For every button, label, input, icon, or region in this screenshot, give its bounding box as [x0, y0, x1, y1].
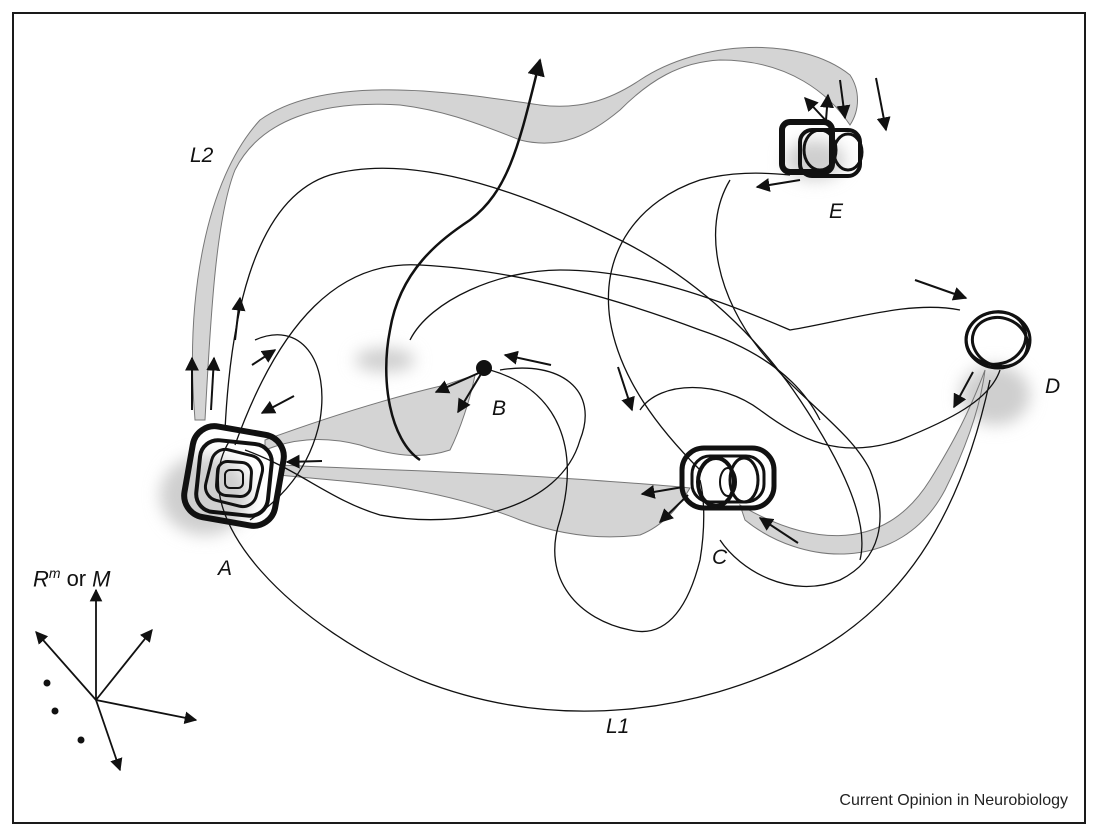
label-attractor-c: C: [712, 546, 728, 569]
trajectory-lines: [217, 167, 1001, 712]
axis-r: R: [33, 566, 49, 592]
flow-arrows: [185, 77, 974, 544]
figure-frame: [12, 12, 1086, 824]
axis-m: M: [92, 566, 111, 592]
label-l1: L1: [606, 715, 630, 738]
trajectory-l1: [217, 379, 991, 712]
attractor-d-glyph: [964, 310, 1032, 370]
label-attractor-e: E: [829, 200, 844, 223]
label-attractor-a: A: [218, 557, 233, 580]
label-attractor-b: B: [492, 397, 507, 420]
label-l2: L2: [190, 144, 214, 167]
attractor-c-glyph: [679, 445, 777, 511]
trajectory-ribbons: [192, 47, 986, 555]
attractor-e-glyph: [779, 119, 864, 178]
escape-trajectory: [385, 58, 545, 462]
axis-or: or: [66, 566, 87, 592]
ribbon-a-to-b: [264, 374, 476, 456]
axis-dots: [43, 679, 85, 744]
ribbon-a-to-c: [279, 464, 691, 538]
journal-caption: Current Opinion in Neurobiology: [839, 792, 1068, 809]
axis-r-superscript: m: [48, 565, 61, 581]
attractor-a-glyph: [181, 423, 287, 529]
label-attractor-d: D: [1045, 375, 1061, 398]
state-space-axes: [35, 588, 198, 772]
ribbon-c-to-d: [739, 369, 986, 555]
ribbon-l2: [192, 47, 858, 421]
